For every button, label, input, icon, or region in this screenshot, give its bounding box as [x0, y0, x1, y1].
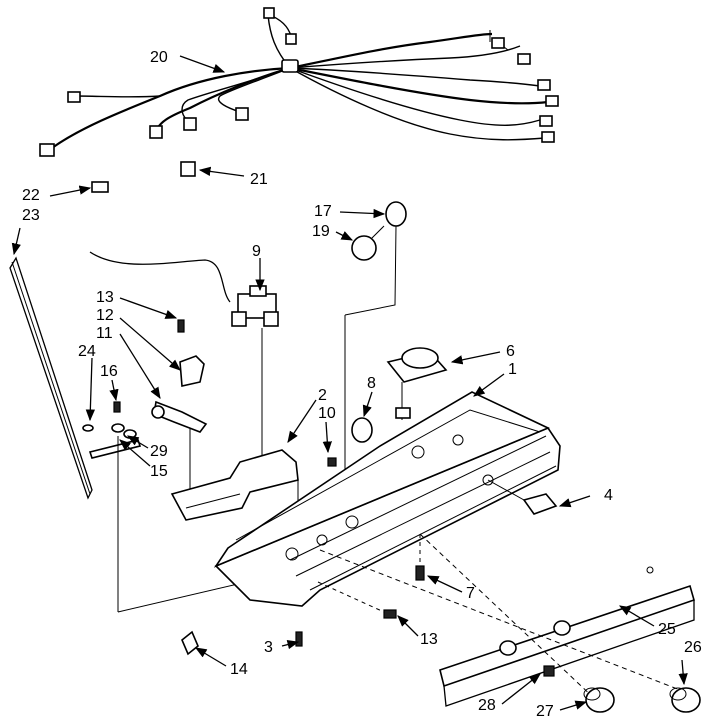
leader-13-dash: [317, 581, 385, 613]
callout-26: 26: [684, 639, 702, 656]
callout-29: 29: [150, 443, 168, 460]
grommet-8: [351, 417, 373, 443]
screw-3: [295, 631, 303, 647]
switch-4: [487, 479, 558, 515]
callout-28: 28: [478, 697, 496, 714]
callout-6: 6: [506, 343, 515, 360]
callout-8: 8: [367, 375, 376, 392]
screw-7: [415, 565, 425, 581]
callout-11: 11: [96, 325, 113, 342]
leader-arrows: [11, 55, 688, 711]
callout-15: 15: [150, 463, 168, 480]
callout-25: 25: [658, 621, 676, 638]
connector-22: [91, 181, 109, 193]
control-housing-1: [213, 391, 561, 607]
callout-27: 27: [536, 703, 554, 720]
callout-10: 10: [318, 405, 336, 422]
rod-23: [9, 256, 93, 500]
callout-22: 22: [22, 187, 40, 204]
callout-20: 20: [150, 49, 168, 66]
callout-17: 17: [314, 203, 332, 220]
callout-14: 14: [230, 661, 248, 678]
hardware-11-12-13: [151, 319, 208, 494]
callout-9: 9: [252, 243, 261, 260]
knob-26: [669, 687, 701, 713]
screw-10: [327, 457, 337, 467]
spring-28: [543, 665, 555, 677]
knob-27: [583, 687, 615, 713]
clip-14: [181, 630, 199, 656]
callout-13-lower: 13: [420, 631, 438, 648]
callout-13-upper: 13: [96, 289, 114, 306]
callout-4: 4: [604, 487, 613, 504]
wire-harness: [39, 7, 559, 157]
callout-24: 24: [78, 343, 96, 360]
screw-13-lower: [383, 609, 397, 619]
lamp-assembly: [344, 201, 407, 470]
callout-12: 12: [96, 307, 114, 324]
callout-3: 3: [264, 639, 273, 656]
callout-labels: 20 21 22 23 17 19 9 13 12 11 24 16 29 15…: [22, 49, 702, 720]
callout-2: 2: [318, 387, 327, 404]
callout-16: 16: [100, 363, 118, 380]
callout-21: 21: [250, 171, 268, 188]
callout-1: 1: [508, 361, 517, 378]
thermostat-6: [386, 347, 448, 420]
callout-23: 23: [22, 207, 40, 224]
callout-7: 7: [466, 585, 475, 602]
clip-21: [180, 161, 196, 177]
callout-19: 19: [312, 223, 330, 240]
